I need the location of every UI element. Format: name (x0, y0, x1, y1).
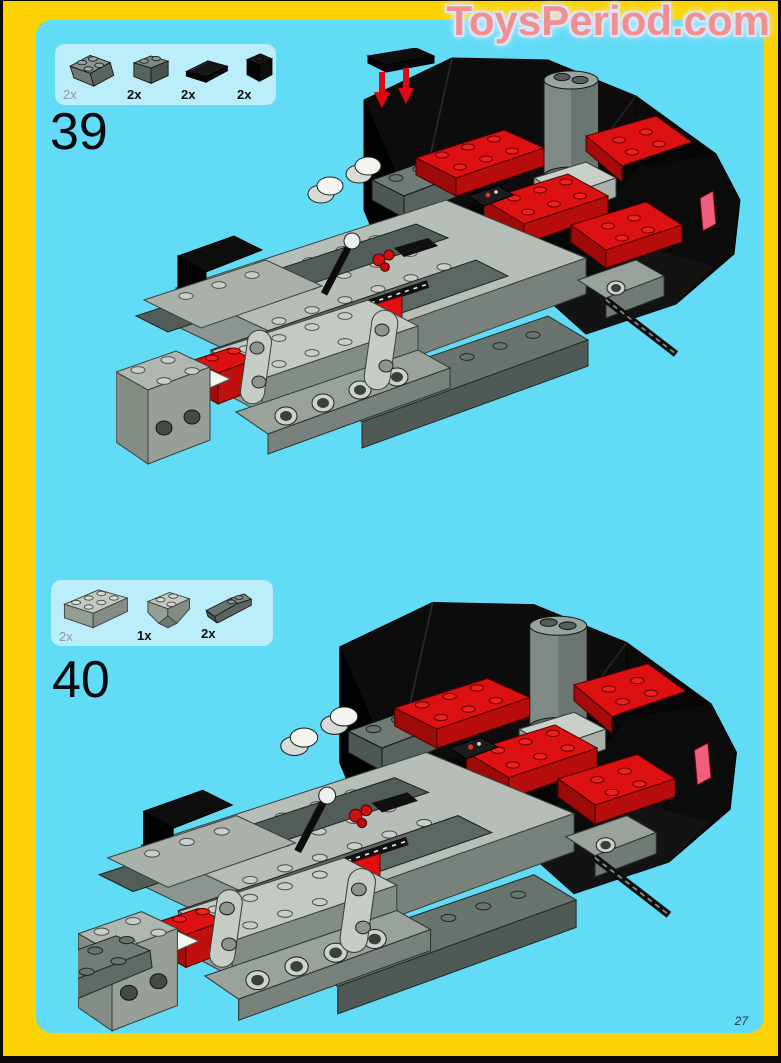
part-qty: 2x (63, 87, 77, 102)
step-39-number: 39 (50, 103, 108, 161)
floating-black-tile (366, 48, 436, 73)
part-item: 2x (237, 48, 277, 101)
part-qty: 1x (137, 627, 152, 643)
added-front-slope (78, 935, 153, 999)
brick-2x2-slope-gray-icon (69, 54, 115, 87)
part-qty: 2x (201, 625, 216, 641)
part-item: 2x (181, 48, 231, 101)
step-39-parts-callout: 2x 2x (55, 44, 276, 105)
part-qty: 2x (127, 87, 142, 102)
part-item: 2x (127, 48, 175, 101)
step-40-model-image (78, 592, 762, 1054)
part-qty: 2x (237, 87, 252, 102)
page-number: 27 (734, 1014, 748, 1028)
slope-1x3-dark-gray-icon (205, 593, 253, 624)
brick-1x2-dark-gray-icon (132, 55, 170, 85)
part-item: 2x (63, 48, 121, 101)
watermark-text: ToysPeriod.com (446, 0, 770, 44)
brick-1x1-black-icon (245, 53, 274, 83)
tile-1x2-black-icon (185, 60, 229, 84)
page-background: 2x 2x (36, 20, 764, 1033)
part-qty: 2x (181, 87, 196, 102)
step-39-model-image (116, 48, 764, 486)
brick-2x4-light-gray-icon (63, 588, 129, 628)
step-40-number: 40 (52, 651, 110, 709)
part-qty: 2x (59, 628, 73, 644)
slope-inverted-2x2-gray-icon (146, 591, 191, 628)
part-item: 1x (137, 585, 195, 642)
step-40-parts-callout: 2x 1x (51, 580, 273, 646)
part-item: 2x (59, 584, 131, 643)
part-item: 2x (201, 587, 253, 640)
